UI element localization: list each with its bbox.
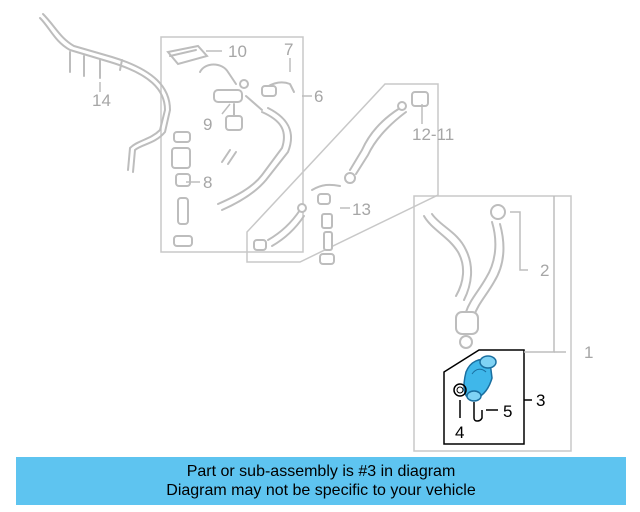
group-box-11: [246, 83, 439, 263]
callout-10: 10: [228, 42, 247, 61]
seal-4: [453, 383, 467, 397]
parts-diagram: 10 7 6 9 8 14 12-11 13 2 1 3 4 5: [39, 13, 593, 452]
callout-12-11: 12-11: [412, 125, 454, 144]
group-box-6: [160, 36, 304, 253]
callout-4: 4: [455, 423, 464, 442]
tee-13: [311, 172, 356, 265]
banner-line-disclaimer: Diagram may not be specific to your vehi…: [166, 482, 476, 499]
valve-8: [171, 131, 193, 247]
group-box-1: [413, 195, 572, 452]
callout-3[interactable]: 3: [536, 391, 545, 410]
hose-11-lower: [253, 203, 307, 251]
hose-6-long: [217, 107, 293, 211]
callout-7: 7: [284, 40, 293, 59]
callout-5: 5: [503, 402, 512, 421]
callout-9: 9: [203, 115, 212, 134]
tee-9: [213, 89, 263, 131]
callout-13: 13: [352, 200, 371, 219]
callout-6: 6: [314, 87, 323, 106]
hose-2: [423, 204, 506, 349]
info-banner: Part or sub-assembly is #3 in diagram Di…: [16, 457, 626, 505]
callout-14: 14: [92, 91, 111, 110]
callout-8: 8: [203, 173, 212, 192]
group-box-3[interactable]: [443, 349, 525, 445]
pipe-14: [39, 13, 171, 173]
callout-1: 1: [584, 343, 593, 362]
sensor-10: [166, 44, 209, 66]
highlighted-hose-part-3[interactable]: [463, 355, 497, 402]
hose-12: [349, 91, 429, 175]
callout-2: 2: [540, 261, 549, 280]
clip-5: [473, 402, 483, 422]
banner-line-part-number: Part or sub-assembly is #3 in diagram: [186, 463, 456, 480]
hose-7-area: [199, 63, 295, 97]
